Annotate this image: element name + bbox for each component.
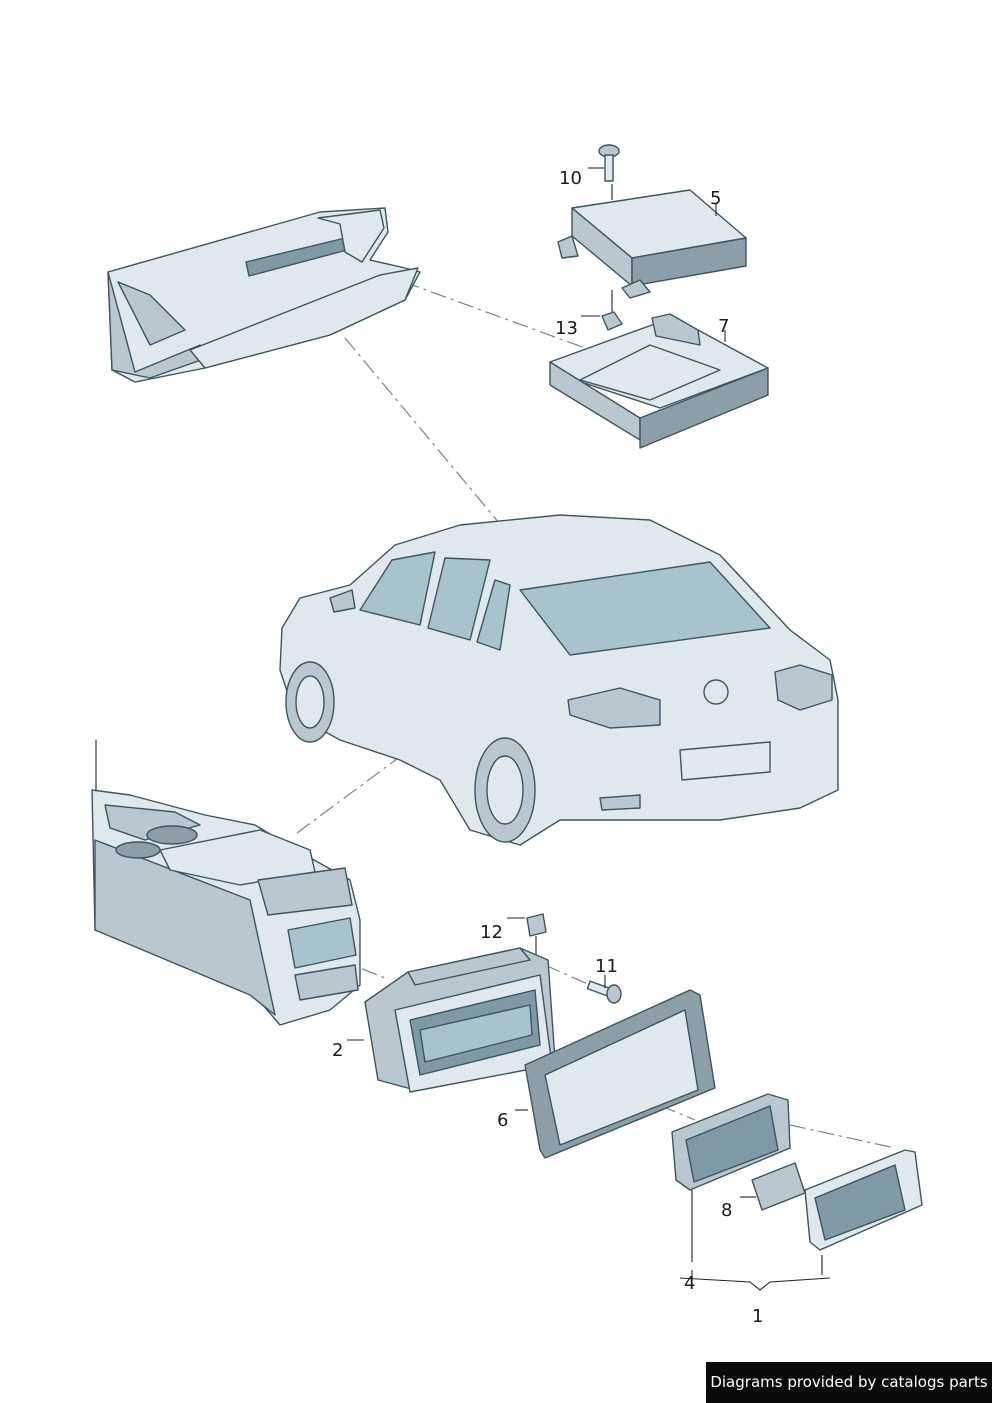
screw-11 <box>586 975 622 1004</box>
display-assembly-1 <box>679 1149 923 1291</box>
callout-5: 5 <box>710 188 722 209</box>
centre-console <box>91 740 361 1026</box>
display-unit-4 <box>671 1093 791 1262</box>
callout-1: 1 <box>752 1306 764 1327</box>
screw-10 <box>588 144 620 182</box>
callout-8: 8 <box>721 1200 733 1221</box>
callout-12: 12 <box>480 922 503 943</box>
clip-13 <box>581 290 623 331</box>
callout-11: 11 <box>595 956 618 977</box>
callout-6: 6 <box>497 1110 509 1131</box>
bracket-7 <box>549 313 769 449</box>
clip-12 <box>507 913 547 960</box>
diagram-credit-banner: Diagrams provided by catalogs parts <box>706 1362 992 1403</box>
vehicle-rear-view <box>279 514 839 846</box>
callout-7: 7 <box>718 316 730 337</box>
display-housing-2 <box>347 947 556 1093</box>
callout-10: 10 <box>559 168 582 189</box>
control-module-5 <box>557 184 747 299</box>
callout-2: 2 <box>332 1040 344 1061</box>
trim-frame-6 <box>515 989 716 1159</box>
glove-box <box>107 207 421 383</box>
card-8 <box>740 1162 806 1211</box>
callout-13: 13 <box>555 318 578 339</box>
callout-4: 4 <box>684 1273 696 1294</box>
